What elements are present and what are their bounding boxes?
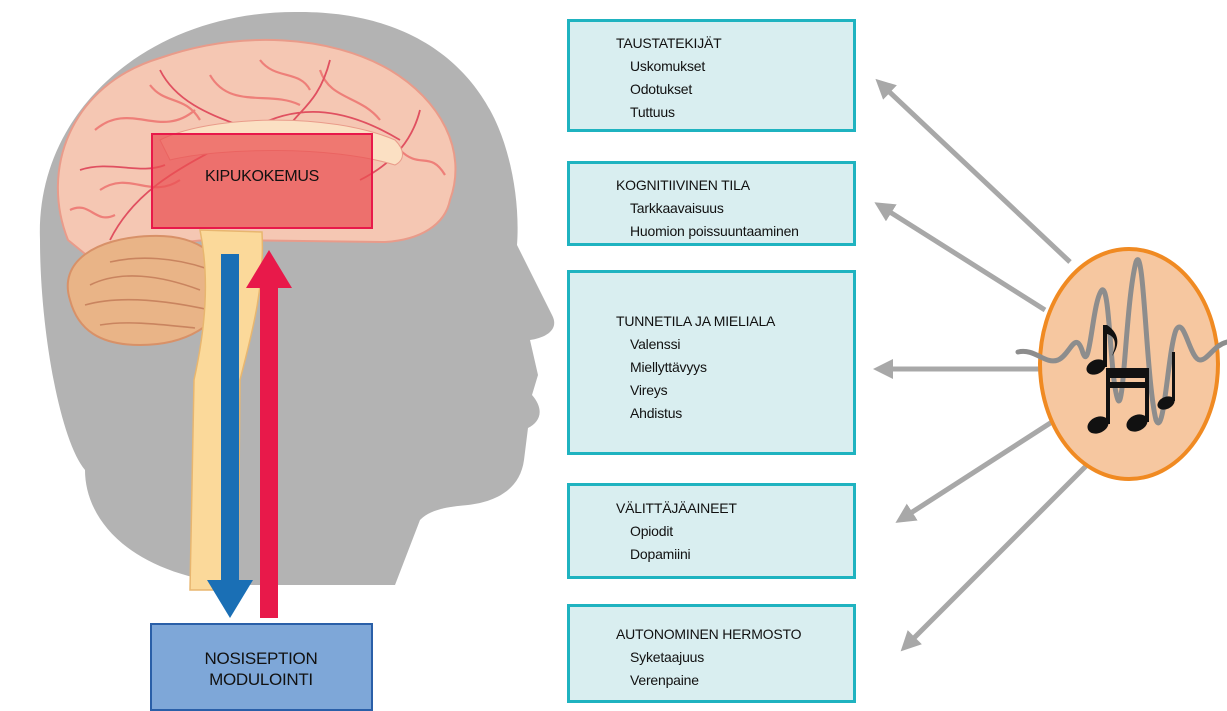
box-title: VÄLITTÄJÄAINEET (616, 500, 737, 516)
music-notes-icon (1086, 325, 1175, 434)
factor-box-cognitive: KOGNITIIVINEN TILA Tarkkaavaisuus Huomio… (567, 161, 856, 246)
box-item: Tarkkaavaisuus (630, 200, 724, 216)
pain-experience-label: KIPUKOKEMUS (204, 168, 320, 185)
cerebellum-folds (84, 257, 211, 329)
music-circle (1038, 247, 1220, 481)
box-item: Verenpaine (630, 672, 699, 688)
box-title: AUTONOMINEN HERMOSTO (616, 626, 802, 642)
box-item: Dopamiini (630, 546, 691, 562)
arrow-to-kognitiivinen (874, 202, 1047, 313)
nociception-modulation-label: NOSISEPTION MODULOINTI (150, 648, 372, 690)
factor-box-background: TAUSTATEKIJÄT Uskomukset Odotukset Tuttu… (567, 19, 856, 132)
box-item: Tuttuus (630, 104, 675, 120)
ascending-arrow-head (246, 250, 292, 288)
box-item: Vireys (630, 382, 668, 398)
descending-arrow-shaft (221, 254, 239, 584)
brain-folds (69, 59, 446, 219)
box-title: TAUSTATEKIJÄT (616, 35, 722, 51)
modulation-line-2: MODULOINTI (209, 670, 313, 689)
box-item: Miellyttävyys (630, 359, 707, 375)
pain-experience-region (151, 133, 373, 229)
ascending-arrow-shaft (260, 284, 278, 618)
arrow-to-autonominen (900, 450, 1102, 652)
box-item: Syketaajuus (630, 649, 705, 665)
box-title: TUNNETILA JA MIELIALA (616, 313, 776, 329)
sound-wave-icon (1015, 257, 1227, 426)
box-title: KOGNITIIVINEN TILA (616, 177, 750, 193)
box-item: Odotukset (630, 81, 693, 97)
modulation-line-1: NOSISEPTION (204, 649, 318, 668)
box-item: Huomion poissuuntaaminen (630, 223, 799, 239)
factor-box-neurotransmitters: VÄLITTÄJÄAINEET Opiodit Dopamiini (567, 483, 856, 579)
descending-arrow-head (207, 580, 253, 618)
box-item: Ahdistus (630, 405, 683, 421)
arrow-to-taustatekijat (875, 78, 1072, 264)
factor-box-emotion: TUNNETILA JA MIELIALA Valenssi Miellyttä… (567, 270, 856, 455)
box-item: Opiodit (630, 523, 673, 539)
cerebellum (66, 234, 227, 347)
factor-box-autonomic: AUTONOMINEN HERMOSTO Syketaajuus Verenpa… (567, 604, 856, 703)
box-item: Valenssi (630, 336, 681, 352)
modulation-box (150, 623, 373, 711)
arrow-to-valittajaaineet (895, 417, 1057, 523)
box-item: Uskomukset (630, 58, 706, 74)
